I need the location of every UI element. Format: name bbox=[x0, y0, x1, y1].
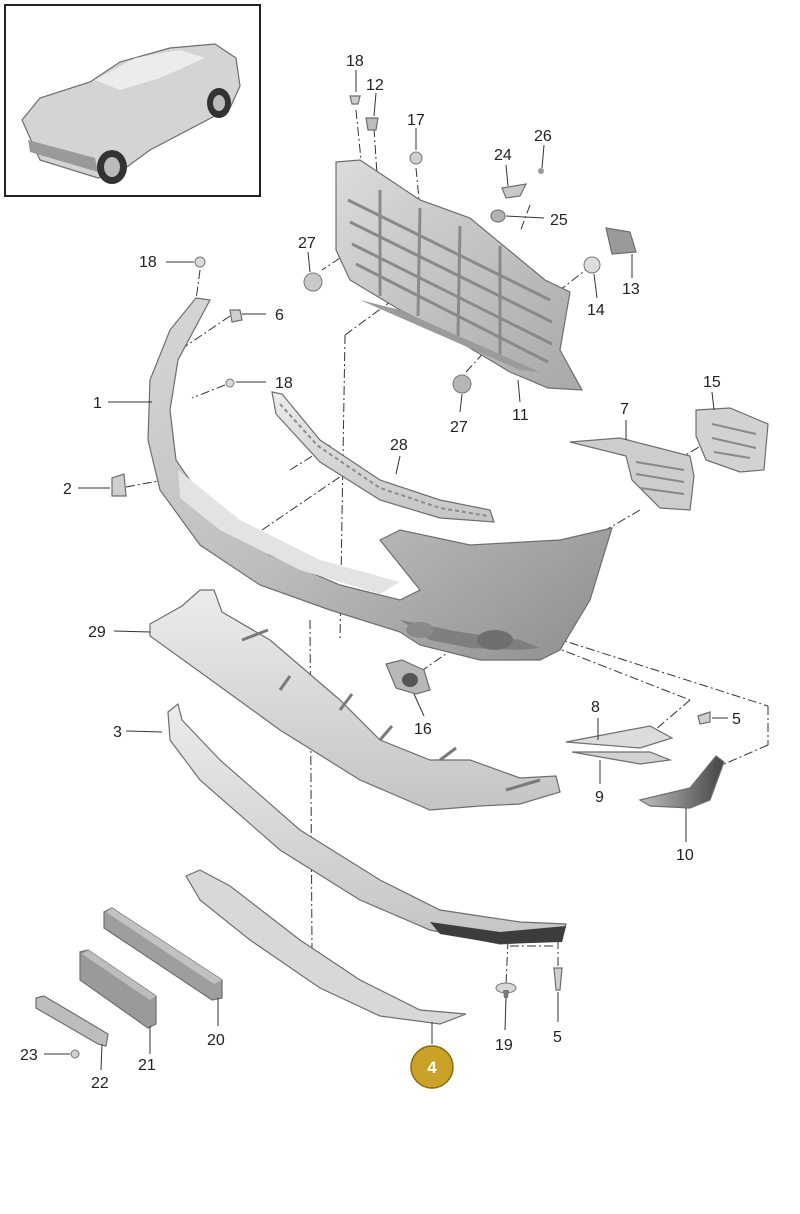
callout-1: 1 bbox=[93, 395, 102, 412]
callout-labels: 18 12 17 24 26 25 13 14 27 18 6 18 1 2 1… bbox=[20, 53, 741, 1092]
trim-part-9 bbox=[571, 751, 673, 765]
callout-17: 17 bbox=[407, 112, 425, 129]
plate-bracket-part-22 bbox=[35, 995, 109, 1047]
callout-14: 14 bbox=[587, 302, 605, 319]
lip-spoiler-part-4 bbox=[185, 869, 467, 1025]
highlighted-part-badge[interactable]: 4 bbox=[410, 1045, 454, 1089]
callout-9: 9 bbox=[595, 789, 604, 806]
callout-8: 8 bbox=[591, 699, 600, 716]
fasteners-bottom bbox=[70, 711, 711, 1059]
callout-16: 16 bbox=[414, 721, 432, 738]
callout-12: 12 bbox=[366, 77, 384, 94]
callout-20: 20 bbox=[207, 1032, 225, 1049]
leader-lines bbox=[44, 70, 728, 1071]
side-grille-part-15 bbox=[695, 407, 769, 473]
carrier-part-29 bbox=[149, 589, 561, 811]
grille-part-11 bbox=[335, 159, 584, 391]
callout-2: 2 bbox=[63, 481, 72, 498]
plate-holder-part-20 bbox=[103, 907, 223, 1001]
callout-27-top: 27 bbox=[298, 235, 316, 252]
callout-5-right: 5 bbox=[732, 711, 741, 728]
plate-holder-part-21 bbox=[79, 949, 157, 1029]
trim-part-8 bbox=[565, 725, 674, 749]
callout-21: 21 bbox=[138, 1057, 156, 1074]
callout-27-bottom: 27 bbox=[450, 419, 468, 436]
fasteners-top bbox=[111, 95, 637, 497]
callout-25: 25 bbox=[550, 212, 568, 229]
side-grille-part-7 bbox=[569, 437, 695, 511]
callout-24: 24 bbox=[494, 147, 512, 164]
highlighted-part-number: 4 bbox=[427, 1058, 437, 1077]
callout-18-top: 18 bbox=[346, 53, 364, 70]
trim-strip-part-28 bbox=[271, 391, 495, 523]
callout-22: 22 bbox=[91, 1075, 109, 1092]
callout-3: 3 bbox=[113, 724, 122, 741]
callout-26: 26 bbox=[534, 128, 552, 145]
callout-7: 7 bbox=[620, 401, 629, 418]
callout-18-mid: 18 bbox=[275, 375, 293, 392]
trim-part-10 bbox=[638, 755, 725, 809]
callout-15: 15 bbox=[703, 374, 721, 391]
callout-5-bottom: 5 bbox=[553, 1029, 562, 1046]
callout-6: 6 bbox=[275, 307, 284, 324]
vehicle-thumbnail bbox=[4, 4, 261, 197]
lower-spoiler-part-3 bbox=[167, 702, 567, 945]
callout-29: 29 bbox=[88, 624, 106, 641]
callout-19: 19 bbox=[495, 1037, 513, 1054]
callout-18-left: 18 bbox=[139, 254, 157, 271]
callout-23: 23 bbox=[20, 1047, 38, 1064]
callout-10: 10 bbox=[676, 847, 694, 864]
callout-13: 13 bbox=[622, 281, 640, 298]
callout-11: 11 bbox=[512, 407, 529, 424]
bumper-cover-part-1 bbox=[147, 297, 613, 661]
fog-bezel-part-16 bbox=[385, 659, 431, 695]
callout-28: 28 bbox=[390, 437, 408, 454]
